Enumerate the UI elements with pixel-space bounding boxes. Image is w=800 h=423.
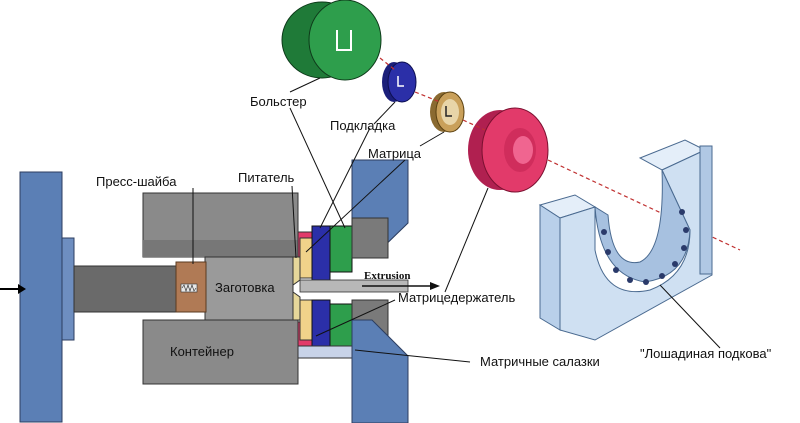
label-billet: Заготовка (215, 280, 275, 295)
leader-die-slide (354, 349, 471, 363)
bolt-hole (679, 209, 685, 215)
backer-exploded (387, 61, 417, 103)
leader-die-exploded (419, 131, 445, 147)
bolt-hole (627, 277, 633, 283)
horseshoe-bolt-holes (601, 209, 689, 285)
bolt-hole (601, 229, 607, 235)
bolster-upper (329, 225, 353, 273)
bolster-lower (329, 303, 353, 351)
container-bottom (142, 319, 299, 385)
horseshoe-cutout (594, 169, 691, 283)
ram-flange (61, 237, 75, 341)
container-top-shadow (143, 240, 298, 257)
bolster-exploded (308, 0, 382, 81)
die-exploded-face (441, 99, 459, 125)
extrusion-arrow-head (430, 282, 440, 290)
label-backer: Подкладка (330, 118, 396, 133)
label-feeder: Питатель (238, 170, 295, 185)
holder-exploded-bore-inner (513, 136, 533, 164)
leader-lines (192, 77, 721, 363)
right-platen-lower (351, 319, 409, 423)
label-horseshoe: "Лошадиная подкова" (640, 346, 772, 361)
die-slot (445, 106, 452, 117)
leader-die-holder (315, 299, 396, 337)
bolt-hole (613, 267, 619, 273)
label-container: Контейнер (170, 344, 234, 359)
leader-bolster (289, 107, 346, 229)
pusher-spring-coil (181, 284, 197, 292)
bolster-slot (336, 30, 352, 51)
feeder-lower (292, 291, 301, 321)
leader-backer-exploded (373, 101, 396, 125)
bolt-hole (643, 279, 649, 285)
label-die: Матрица (368, 146, 422, 161)
backer-slot (397, 76, 404, 87)
axis-line-1 (379, 57, 396, 71)
backer-upper (311, 225, 331, 281)
leader-horseshoe (659, 284, 721, 349)
label-extrusion: Extrusion (364, 270, 410, 282)
die-tan-upper (299, 237, 313, 279)
bolt-hole (659, 273, 665, 279)
leader-die (305, 159, 406, 253)
right-platen-inner (351, 217, 389, 259)
label-die-slide: Матричные салазки (480, 354, 600, 369)
axis-line-2 (414, 91, 441, 103)
horseshoe-front (559, 149, 713, 341)
backer-lower (311, 299, 331, 349)
label-pusher: Пресс-шайба (96, 174, 177, 189)
bolt-hole (683, 227, 689, 233)
feeder (292, 256, 301, 286)
horseshoe-front-left (539, 204, 561, 331)
leader-feeder (291, 185, 297, 259)
leader-die-holder-exploded (444, 187, 489, 293)
bolt-hole (681, 245, 687, 251)
label-bolster: Больстер (250, 94, 307, 109)
horseshoe-right-side (699, 145, 713, 275)
leader-backer (319, 127, 371, 229)
label-die-holder: Матрицедержатель (398, 290, 515, 305)
press-platen (19, 171, 63, 423)
ram-arrow-head (18, 284, 26, 294)
die-tan-lower (299, 299, 313, 341)
bolt-hole (605, 249, 611, 255)
leader-bolster-exploded (289, 77, 321, 93)
bolt-hole (672, 261, 678, 267)
